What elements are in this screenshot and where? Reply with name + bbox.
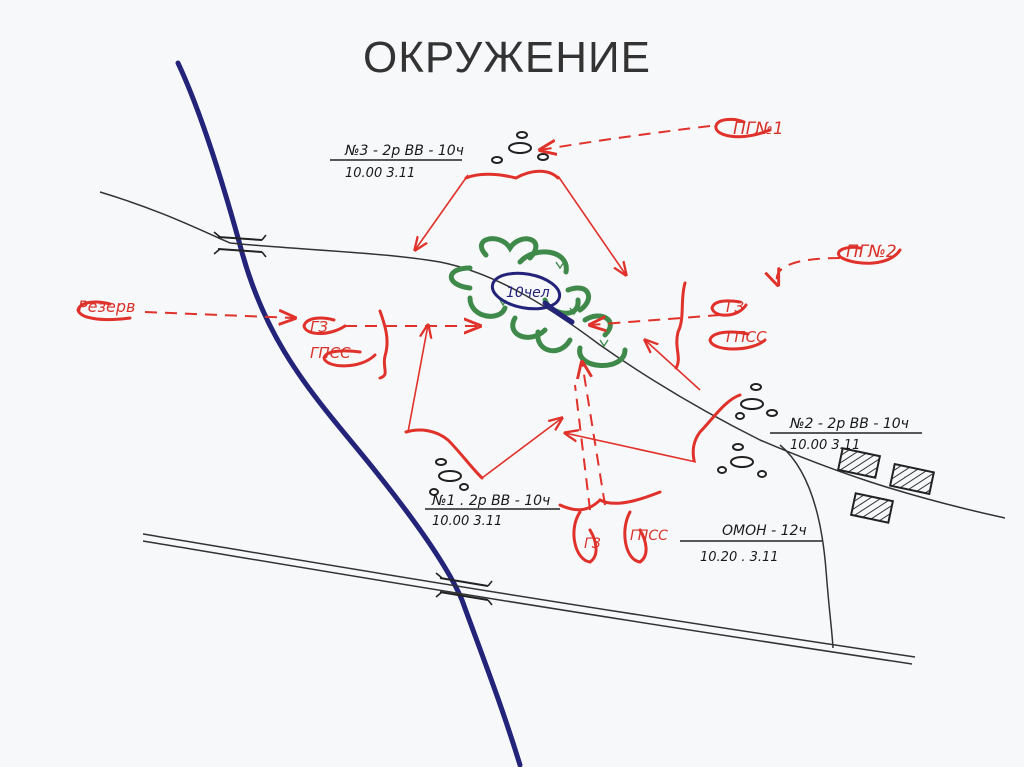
annotation-omon: ОМОН - 12ч 10.20 . 3.11 <box>680 523 822 565</box>
label-gz-left: ГЗ <box>310 318 328 336</box>
label-gz-right: ГЗ <box>726 298 744 316</box>
road-side <box>779 444 834 649</box>
unit-n1 <box>404 428 484 496</box>
road-main <box>99 191 1006 519</box>
river <box>175 60 523 767</box>
bridge-upper <box>213 231 267 258</box>
block-line-bottom <box>558 490 662 512</box>
label-pg1: ПГ№1 <box>733 119 784 139</box>
label-gz-bottom: ГЗ <box>584 536 601 552</box>
unit-n3 <box>464 131 560 180</box>
annotation-n2: №2 - 2р ВВ - 10ч 10.00 3.11 <box>770 416 922 453</box>
annotation-n3-line1: №3 - 2р ВВ - 10ч <box>344 143 464 159</box>
block-line-right <box>674 281 687 370</box>
label-gpss-right: ГПСС <box>726 328 767 346</box>
unit-ovals <box>76 117 902 564</box>
page-title: ОКРУЖЕНИЕ <box>363 33 651 82</box>
approach-arrows <box>407 174 701 479</box>
annotation-n2-line2: 10.00 3.11 <box>790 438 860 453</box>
annotation-omon-line2: 10.20 . 3.11 <box>700 550 779 565</box>
annotation-n1-line1: №1 . 2р ВВ - 10ч <box>431 493 550 509</box>
bridge-lower <box>435 572 493 606</box>
label-gpss-left: ГПСС <box>310 344 351 362</box>
annotation-omon-line1: ОМОН - 12ч <box>722 523 807 539</box>
enemy-core: 10чел <box>490 271 575 325</box>
movement-arrows <box>144 125 841 511</box>
annotation-n3: №3 - 2р ВВ - 10ч 10.00 3.11 <box>330 143 464 181</box>
buildings <box>836 447 936 524</box>
label-gpss-bottom: ГПСС <box>630 528 668 544</box>
annotation-n2-line1: №2 - 2р ВВ - 10ч <box>789 416 909 432</box>
block-line-left <box>378 309 389 380</box>
label-pg2: ПГ№2 <box>846 242 897 262</box>
annotation-n1-line2: 10.00 3.11 <box>432 514 502 529</box>
unit-n2 <box>691 383 778 478</box>
annotation-n3-line2: 10.00 3.11 <box>345 166 415 181</box>
road-lower <box>142 533 916 665</box>
enemy-label: 10чел <box>506 285 550 301</box>
label-reserve: Резерв <box>78 297 135 316</box>
annotation-n1: №1 . 2р ВВ - 10ч 10.00 3.11 <box>425 493 560 529</box>
